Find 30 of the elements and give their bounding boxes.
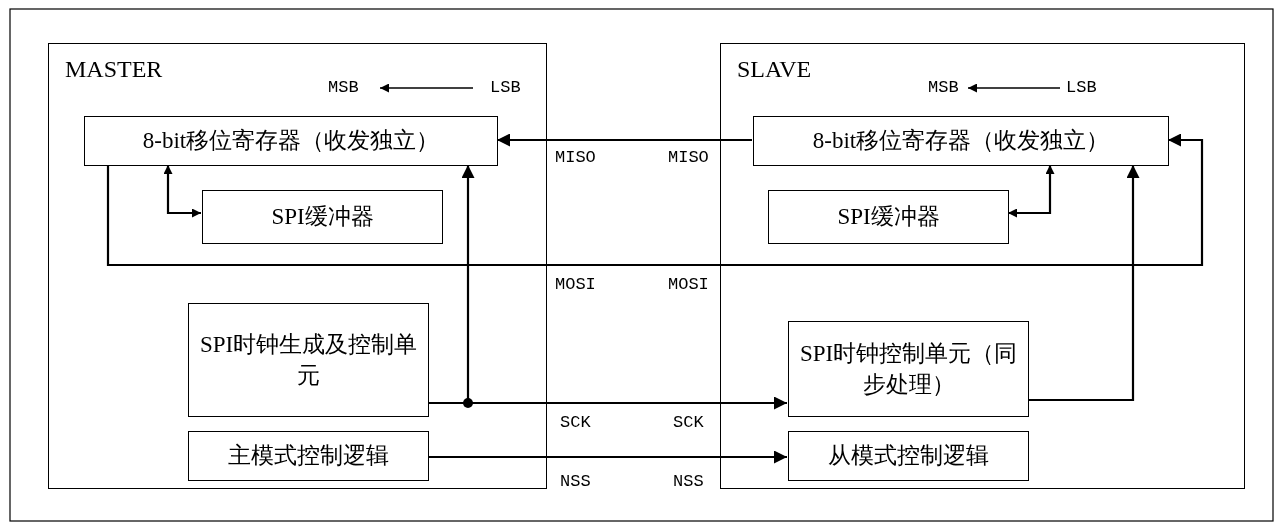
connector-arrow bbox=[163, 165, 201, 218]
block-box: SPI时钟控制单元（同步处理） bbox=[788, 321, 1029, 417]
bit-order-label: MSB bbox=[928, 78, 959, 97]
block-box: 从模式控制逻辑 bbox=[788, 431, 1029, 481]
connector-arrow bbox=[106, 133, 1204, 267]
signal-label: MISO bbox=[555, 148, 596, 167]
signal-label: SCK bbox=[560, 413, 591, 432]
block-panel bbox=[48, 43, 547, 489]
connector-arrow bbox=[1008, 165, 1055, 218]
block-box: SPI缓冲器 bbox=[768, 190, 1009, 244]
block-panel bbox=[720, 43, 1245, 489]
block-box: 8-bit移位寄存器（收发独立） bbox=[84, 116, 498, 166]
signal-label: NSS bbox=[560, 472, 591, 491]
signal-label: SCK bbox=[673, 413, 704, 432]
signal-label: MISO bbox=[668, 148, 709, 167]
signal-label: MOSI bbox=[555, 275, 596, 294]
panel-title: MASTER bbox=[65, 56, 163, 83]
block-box: SPI缓冲器 bbox=[202, 190, 443, 244]
block-box: 8-bit移位寄存器（收发独立） bbox=[753, 116, 1169, 166]
connector-arrow bbox=[497, 133, 752, 147]
block-box: SPI时钟生成及控制单元 bbox=[188, 303, 429, 417]
block-box: 主模式控制逻辑 bbox=[188, 431, 429, 481]
panel-title: SLAVE bbox=[737, 56, 812, 83]
signal-label: NSS bbox=[673, 472, 704, 491]
bit-order-label: LSB bbox=[490, 78, 521, 97]
connector-arrow bbox=[1028, 165, 1140, 402]
bit-order-label: MSB bbox=[328, 78, 359, 97]
signal-label: MOSI bbox=[668, 275, 709, 294]
bit-order-label: LSB bbox=[1066, 78, 1097, 97]
connector-arrow bbox=[428, 450, 787, 464]
